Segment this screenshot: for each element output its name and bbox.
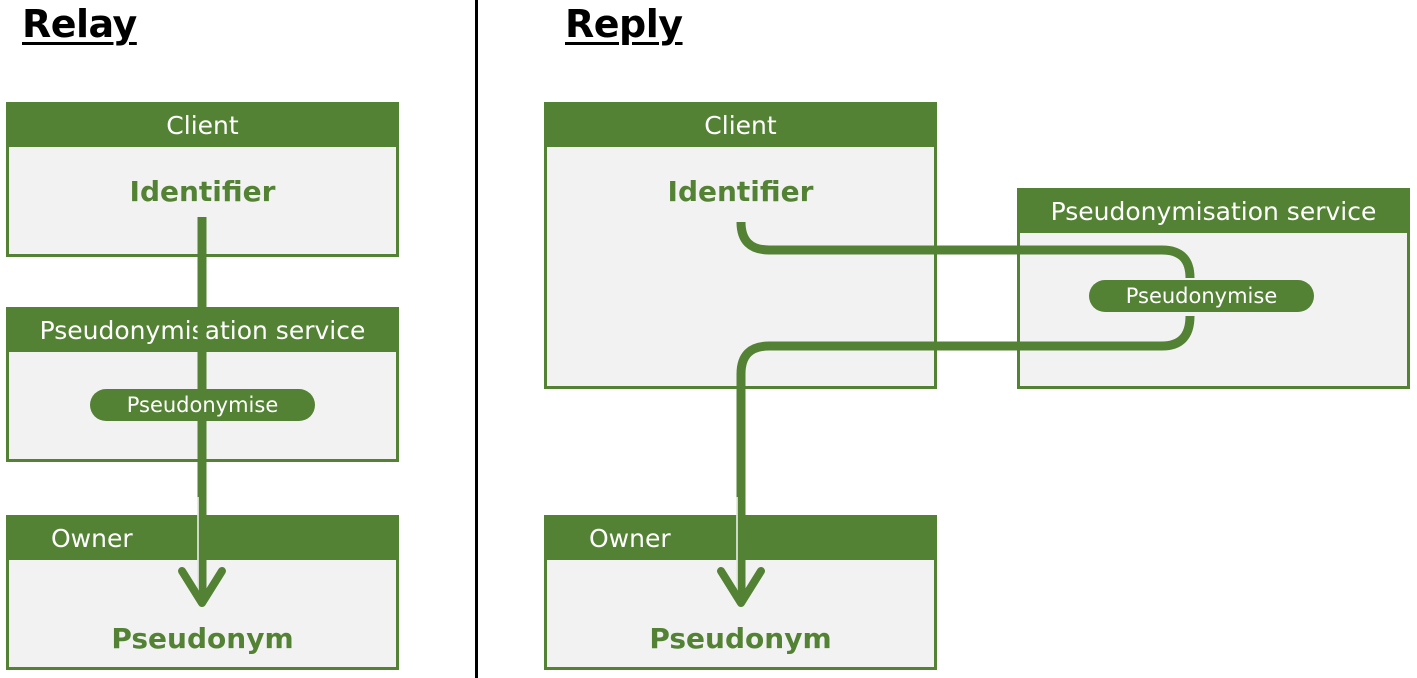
- relay-client-box: Client Identifier: [6, 102, 399, 257]
- relay-client-header: Client: [9, 105, 396, 147]
- relay-identifier-label: Identifier: [129, 175, 276, 208]
- relay-owner-box: Owner Pseudonym: [6, 515, 399, 670]
- reply-pseudonym-label: Pseudonym: [649, 622, 832, 655]
- relay-service-header: Pseudonymisation service: [9, 310, 396, 352]
- reply-owner-box: Owner Pseudonym: [544, 515, 937, 670]
- reply-client-header: Client: [547, 105, 934, 147]
- relay-owner-header: Owner: [9, 518, 396, 560]
- relay-heading: Relay: [22, 2, 137, 46]
- reply-identifier-label: Identifier: [667, 175, 814, 208]
- reply-heading: Reply: [565, 2, 683, 46]
- reply-owner-header: Owner: [547, 518, 934, 560]
- relay-pseudonymise-pill: Pseudonymise: [90, 389, 315, 421]
- reply-service-header: Pseudonymisation service: [1020, 191, 1407, 233]
- reply-pseudonymise-pill: Pseudonymise: [1089, 280, 1314, 312]
- reply-client-box: Client Identifier: [544, 102, 937, 389]
- relay-pseudonym-label: Pseudonym: [111, 622, 294, 655]
- section-divider: [475, 0, 478, 678]
- relay-service-box: Pseudonymisation service: [6, 307, 399, 462]
